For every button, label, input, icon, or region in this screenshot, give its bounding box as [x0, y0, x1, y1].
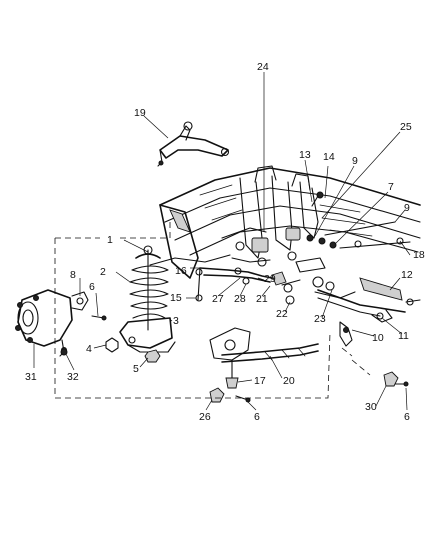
callout-25: 25	[400, 121, 412, 133]
callout-21: 21	[256, 293, 268, 305]
callout-6: 6	[254, 411, 260, 423]
callout-7: 7	[388, 181, 394, 193]
callout-1: 1	[107, 234, 113, 246]
stabilizer-bar	[195, 267, 287, 302]
callout-15: 15	[170, 292, 182, 304]
callout-labels: 24 19 25 13 14 9 7 9 1 16 18 2 8 6 29 12…	[25, 61, 425, 423]
callout-29: 29	[264, 273, 276, 285]
callout-23: 23	[314, 313, 326, 325]
right-links	[281, 257, 356, 305]
leader-lines	[33, 72, 411, 411]
callout-14: 14	[323, 151, 335, 163]
callout-11: 11	[398, 330, 409, 342]
frame-crossmember	[149, 165, 421, 279]
hardware	[60, 315, 409, 403]
callout-22: 22	[276, 308, 288, 320]
callout-9: 9	[352, 155, 358, 167]
callout-9: 9	[404, 202, 410, 214]
callout-31: 31	[25, 371, 37, 383]
callout-5: 5	[133, 363, 139, 375]
callout-28: 28	[234, 293, 246, 305]
callout-3: 3	[173, 315, 179, 327]
callout-2: 2	[100, 266, 106, 278]
callout-30: 30	[365, 401, 377, 413]
callout-4: 4	[86, 343, 92, 355]
callout-27: 27	[212, 293, 224, 305]
steering-knuckle-hub	[15, 289, 89, 357]
callout-19: 19	[134, 107, 146, 119]
coil-spring-assembly	[129, 245, 169, 331]
callout-17: 17	[254, 375, 266, 387]
callout-10: 10	[372, 332, 384, 344]
callout-6: 6	[89, 281, 95, 293]
callout-24: 24	[257, 61, 269, 73]
callout-13: 13	[299, 149, 311, 161]
callout-32: 32	[67, 371, 79, 383]
callout-6: 6	[404, 411, 410, 423]
callout-18: 18	[413, 249, 425, 261]
drag-link	[209, 327, 319, 389]
callout-12: 12	[401, 269, 413, 281]
callout-16: 16	[175, 265, 187, 277]
callout-8: 8	[70, 269, 76, 281]
upper-control-arm	[157, 121, 230, 167]
callout-20: 20	[283, 375, 295, 387]
upper-arm-bushings	[221, 191, 411, 267]
group-outline	[54, 222, 371, 399]
callout-26: 26	[199, 411, 211, 423]
